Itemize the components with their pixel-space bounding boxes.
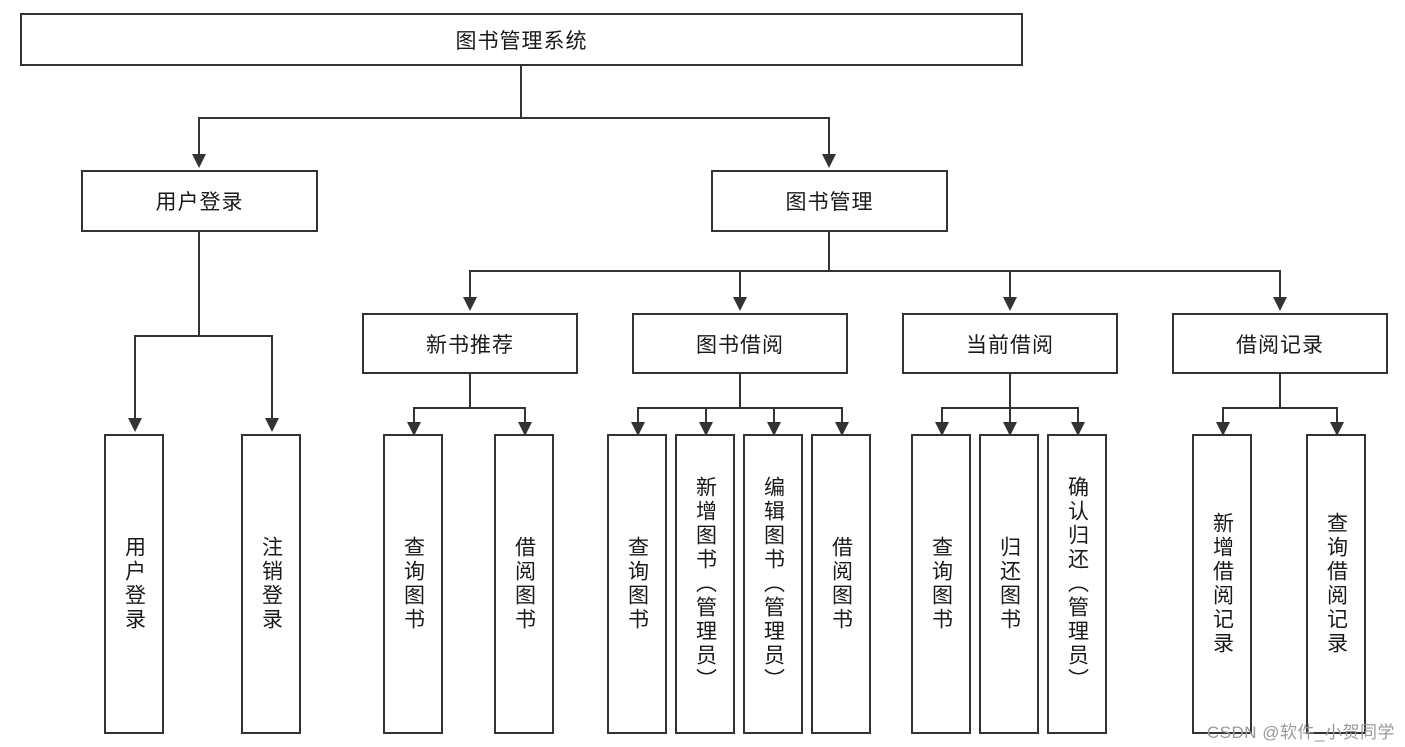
connector-book-mgmt-to-current-borrow [1009,270,1011,298]
connector-book-mgmt-bus [469,270,1280,272]
connector-book-mgmt-stem [828,232,830,271]
node-book-borrow[interactable]: 图书借阅 [632,313,848,374]
connector-book-borrow-to-leaf-4 [841,407,843,423]
connector-root-bus [198,117,830,119]
connector-new-book-bus [413,407,526,409]
node-root-system[interactable]: 图书管理系统 [20,13,1023,66]
arrowhead-book-borrow-to-leaf-3 [767,422,781,436]
leaf-user-login-2[interactable]: 注销登录 [241,434,301,734]
connector-book-mgmt-to-borrow-record [1279,270,1281,298]
leaf-current-borrow-2[interactable]: 归还图书 [979,434,1039,734]
arrowhead-book-mgmt-to-borrow-record [1273,297,1287,311]
leaf-current-borrow-3[interactable]: 确认归还（管理员） [1047,434,1107,734]
connector-book-borrow-stem [739,374,741,408]
connector-book-borrow-bus [637,407,842,409]
node-current-borrow[interactable]: 当前借阅 [902,313,1118,374]
node-label: 查询借阅记录 [1324,512,1348,656]
connector-book-borrow-to-leaf-3 [773,407,775,423]
arrowhead-borrow-record-to-leaf-1 [1216,422,1230,436]
connector-borrow-record-stem [1279,374,1281,408]
node-label: 借阅图书 [512,536,536,632]
node-label: 图书管理系统 [455,29,588,53]
connector-book-borrow-to-leaf-2 [705,407,707,423]
arrowhead-root-to-book-mgmt [822,154,836,168]
node-label: 图书管理 [785,191,874,214]
connector-new-book-to-leaf-2 [524,407,526,423]
connector-book-mgmt-to-new-book [469,270,471,298]
arrowhead-new-book-to-leaf-1 [407,422,421,436]
arrowhead-book-borrow-to-leaf-2 [699,422,713,436]
node-label: 查询图书 [929,536,953,632]
node-label: 当前借阅 [966,333,1054,357]
connector-borrow-record-to-leaf-1 [1222,407,1224,423]
connector-root-to-user-login [198,117,200,155]
connector-new-book-stem [469,374,471,408]
leaf-new-book-1[interactable]: 查询图书 [383,434,443,734]
arrowhead-root-to-user-login [192,154,206,168]
connector-user-login-to-leaf-2 [271,335,273,419]
node-label: 借阅图书 [829,536,853,632]
connector-borrow-record-bus [1222,407,1337,409]
connector-new-book-to-leaf-1 [413,407,415,423]
connector-root-to-book-mgmt [828,117,830,155]
connector-user-login-to-leaf-1 [134,335,136,419]
leaf-new-book-2[interactable]: 借阅图书 [494,434,554,734]
node-label: 用户登录 [155,191,244,214]
node-label: 图书借阅 [696,333,784,357]
node-label: 借阅记录 [1236,333,1324,357]
node-label: 新增图书（管理员） [693,476,717,692]
arrowhead-book-borrow-to-leaf-4 [835,422,849,436]
node-borrow-record[interactable]: 借阅记录 [1172,313,1388,374]
connector-current-borrow-to-leaf-1 [941,407,943,423]
connector-current-borrow-stem [1009,374,1011,408]
arrowhead-book-borrow-to-leaf-1 [631,422,645,436]
connector-book-borrow-to-leaf-1 [637,407,639,423]
arrowhead-book-mgmt-to-book-borrow [733,297,747,311]
connector-root-stem [520,66,522,118]
connector-borrow-record-to-leaf-2 [1336,407,1338,423]
arrowhead-current-borrow-to-leaf-1 [935,422,949,436]
connector-user-login-bus [134,335,273,337]
arrowhead-new-book-to-leaf-2 [518,422,532,436]
node-user-login[interactable]: 用户登录 [81,170,318,232]
leaf-book-borrow-1[interactable]: 查询图书 [607,434,667,734]
arrowhead-book-mgmt-to-current-borrow [1003,297,1017,311]
leaf-book-borrow-3[interactable]: 编辑图书（管理员） [743,434,803,734]
leaf-user-login-1[interactable]: 用户登录 [104,434,164,734]
node-label: 新增借阅记录 [1210,512,1234,656]
leaf-borrow-record-2[interactable]: 查询借阅记录 [1306,434,1366,734]
arrowhead-current-borrow-to-leaf-2 [1003,422,1017,436]
node-label: 归还图书 [997,536,1021,632]
node-book-management[interactable]: 图书管理 [711,170,948,232]
node-label: 注销登录 [259,536,283,632]
node-label: 确认归还（管理员） [1065,476,1089,692]
connector-book-mgmt-to-book-borrow [739,270,741,298]
arrowhead-user-login-to-leaf-2 [265,418,279,432]
leaf-current-borrow-1[interactable]: 查询图书 [911,434,971,734]
arrowhead-book-mgmt-to-new-book [463,297,477,311]
node-label: 查询图书 [401,536,425,632]
connector-current-borrow-to-leaf-2 [1009,407,1011,423]
leaf-borrow-record-1[interactable]: 新增借阅记录 [1192,434,1252,734]
connector-current-borrow-to-leaf-3 [1077,407,1079,423]
node-label: 用户登录 [122,536,146,632]
leaf-book-borrow-4[interactable]: 借阅图书 [811,434,871,734]
node-label: 编辑图书（管理员） [761,476,785,692]
arrowhead-borrow-record-to-leaf-2 [1330,422,1344,436]
connector-user-login-stem [198,232,200,336]
node-label: 查询图书 [625,536,649,632]
leaf-book-borrow-2[interactable]: 新增图书（管理员） [675,434,735,734]
node-new-book-recommend[interactable]: 新书推荐 [362,313,578,374]
arrowhead-current-borrow-to-leaf-3 [1071,422,1085,436]
node-label: 新书推荐 [426,333,514,357]
watermark-text: CSDN @软件_小贺同学 [1206,723,1395,742]
arrowhead-user-login-to-leaf-1 [128,418,142,432]
